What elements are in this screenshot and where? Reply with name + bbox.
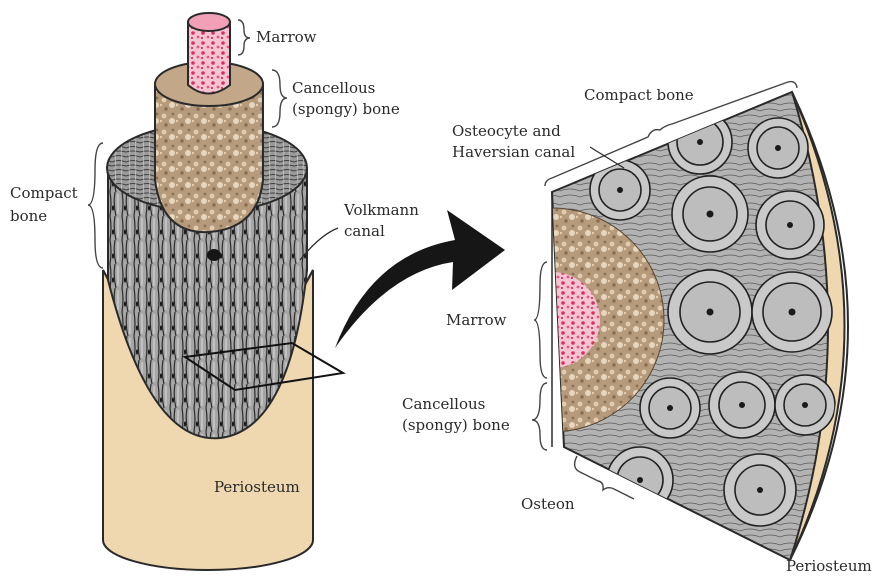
label-compact-bone-right: Compact bone (584, 86, 694, 105)
label-marrow-right: Marrow (446, 311, 507, 330)
marrow-cylinder (188, 22, 230, 94)
label-marrow-left: Marrow (256, 28, 317, 47)
label-periosteum-right: Periosteum (786, 557, 872, 576)
label-compact-left-1: Compact (10, 184, 78, 203)
marrow-bracket (238, 20, 250, 55)
cancellous-bone-cylinder (155, 85, 263, 232)
cancellous-bracket-right (532, 383, 547, 450)
label-compact-left-2: bone (10, 207, 47, 226)
label-cancellous-left-2: (spongy) bone (292, 100, 400, 119)
label-osteocyte-1: Osteocyte and (452, 122, 561, 141)
marrow-bracket-right (534, 262, 547, 378)
label-volkmann-2: canal (344, 222, 385, 241)
label-volkmann-1: Volkmann (344, 201, 419, 220)
cancellous-bracket (272, 70, 287, 127)
label-periosteum-left: Periosteum (214, 478, 300, 497)
label-osteon: Osteon (521, 495, 575, 514)
label-cancellous-left-1: Cancellous (292, 79, 375, 98)
label-cancellous-right-1: Cancellous (402, 395, 485, 414)
label-cancellous-right-2: (spongy) bone (402, 416, 510, 435)
label-osteocyte-2: Haversian canal (452, 143, 575, 162)
volkmann-canal-hole (207, 249, 221, 261)
compact-bracket (88, 143, 103, 268)
